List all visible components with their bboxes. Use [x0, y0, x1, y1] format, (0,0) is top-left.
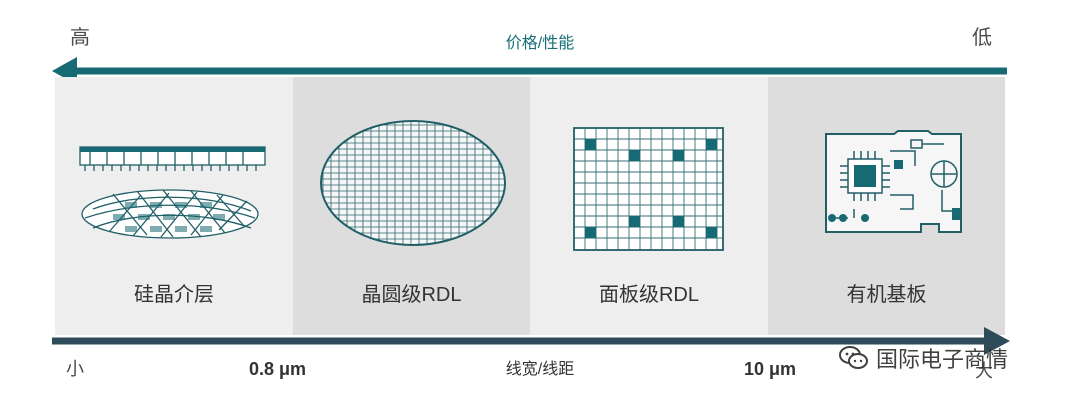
large-label: 大 [975, 361, 993, 381]
organic-substrate-icon [825, 130, 962, 233]
panel-silicon-interposer: 硅晶介层 [55, 77, 293, 335]
low-label: 低 [972, 27, 992, 49]
panel-panel-rdl: 面板级RDL [530, 77, 768, 335]
packaging-panels: 硅晶介层 晶圆级RDL [55, 77, 1005, 335]
wechat-icon [839, 346, 868, 369]
panel-rdl-icon [573, 127, 724, 251]
max-line-width-value: 10 μm [744, 359, 797, 379]
line-width-spacing-label: 线宽/线距 [505, 361, 575, 378]
silicon-interposer-icon [79, 146, 266, 239]
watermark: 国际电子商情 [838, 342, 1008, 374]
panel-label-panel-rdl: 面板级RDL [598, 284, 699, 306]
high-label: 高 [70, 27, 90, 49]
panel-organic-substrate: 有机基板 [768, 77, 1005, 335]
line-width-arrow [52, 327, 1010, 355]
min-line-width-value: 0.8 μm [249, 359, 307, 379]
panel-label-wafer-rdl: 晶圆级RDL [361, 284, 462, 306]
price-performance-label: 价格/性能 [505, 35, 575, 52]
line-width-arrow-head [984, 327, 1010, 355]
watermark-text: 国际电子商情 [876, 347, 1009, 372]
panel-wafer-rdl: 晶圆级RDL [293, 77, 530, 335]
small-label: 小 [66, 359, 84, 379]
panel-label-silicon-interposer: 硅晶介层 [134, 284, 214, 306]
wafer-rdl-icon [320, 120, 506, 246]
panel-label-organic-substrate: 有机基板 [846, 284, 927, 306]
